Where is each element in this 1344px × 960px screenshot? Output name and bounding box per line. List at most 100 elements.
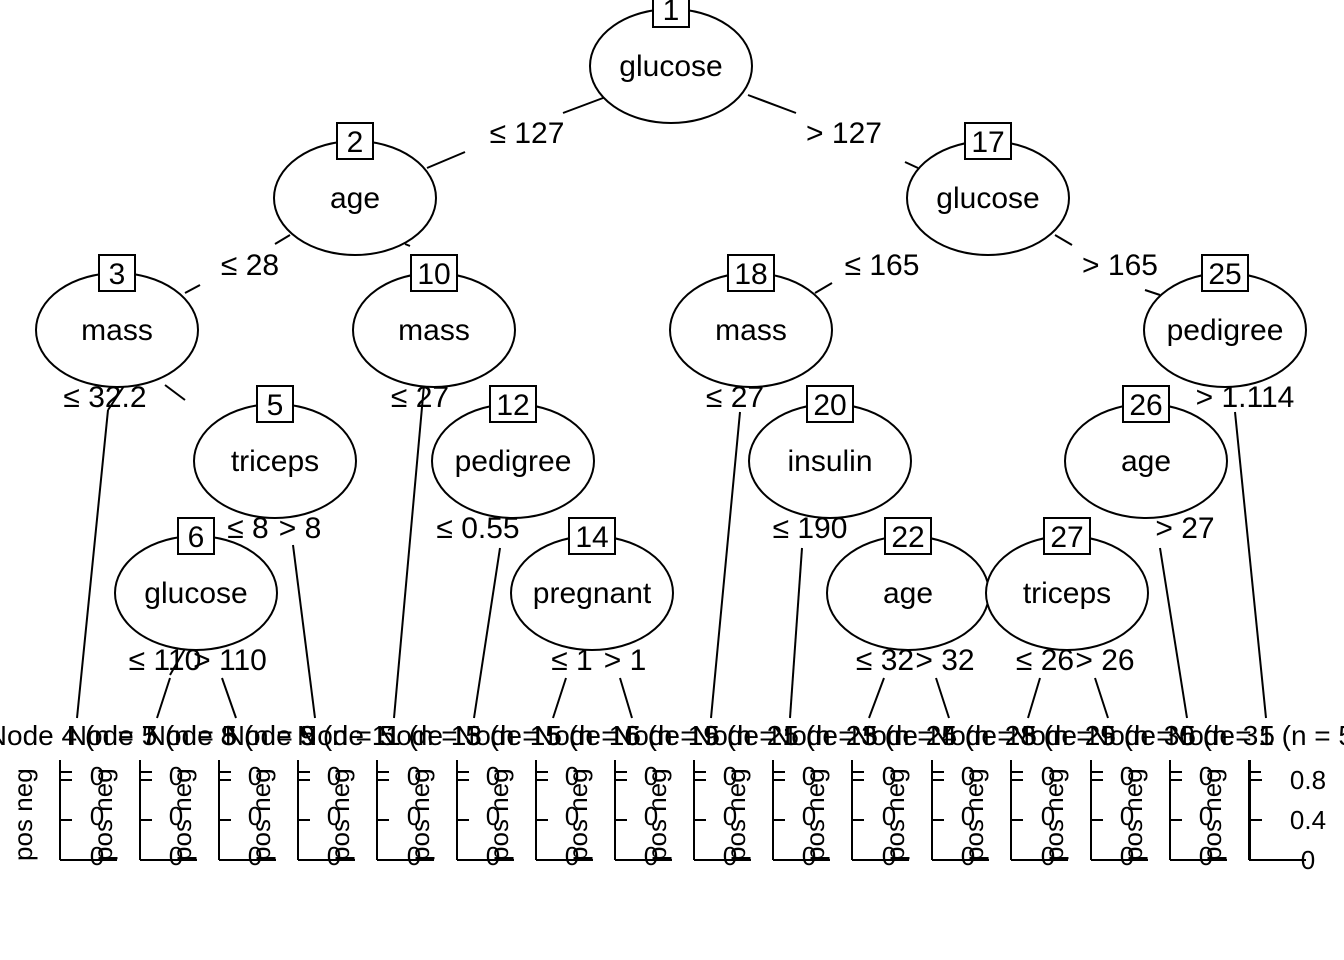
edge-8 <box>292 544 316 719</box>
node-variable-label: mass <box>715 314 787 347</box>
inner-tick-label: 0 <box>248 761 262 791</box>
edge-label: > 165 <box>1082 249 1158 282</box>
node-id: 20 <box>813 389 846 422</box>
node-variable-label: glucose <box>144 577 247 610</box>
node-id-box <box>98 254 136 292</box>
category-label-neg: neg <box>642 768 672 811</box>
inner-tick-label: 0 <box>644 761 658 791</box>
inner-tick-label: 0 <box>169 761 183 791</box>
edge-10 <box>156 677 171 719</box>
inner-tick-label: 0 <box>327 841 341 871</box>
edge-21 <box>1094 677 1109 719</box>
leaf-title: Node 23 (n = 5 <box>771 720 957 751</box>
inner-tick-label: 0 <box>723 841 737 871</box>
leaf-title: Node 30 (n = 5 <box>1089 720 1275 751</box>
node-variable-label: pedigree <box>1167 314 1284 347</box>
node-id: 27 <box>1050 521 1083 554</box>
inner-tick-label: 0 <box>882 841 896 871</box>
leaf-title: Node 8 (n = 5 <box>146 720 316 751</box>
inner-tick-label: 0 <box>1120 761 1134 791</box>
inner-tick-label: 0 <box>1041 761 1055 791</box>
inner-tick-label: 0 <box>644 801 658 831</box>
inner-tick-label: 0 <box>486 841 500 871</box>
edge-label: ≤ 110 <box>129 644 202 677</box>
node-variable-label: mass <box>81 314 153 347</box>
edge-24 <box>904 161 919 169</box>
inner-tick-label: 0 <box>327 761 341 791</box>
category-label-pos: pos <box>1039 819 1069 861</box>
node-id: 5 <box>267 389 284 422</box>
category-label-neg: neg <box>405 768 435 811</box>
inner-tick-label: 0 <box>486 761 500 791</box>
category-label-neg: neg <box>563 768 593 811</box>
node-id-box <box>1043 517 1091 555</box>
inner-tick-label: 0 <box>723 761 737 791</box>
inner-tick-label: 0 <box>407 841 421 871</box>
inner-tick-label: 0 <box>90 841 104 871</box>
edge-14 <box>552 677 567 719</box>
node-variable-label: pregnant <box>533 577 652 610</box>
edge-label: ≤ 1 <box>551 644 592 677</box>
node-id: 18 <box>734 258 767 291</box>
category-label-pos: pos <box>1118 819 1148 861</box>
node-id-box <box>410 254 458 292</box>
edge-label: ≤ 165 <box>845 249 920 282</box>
edge-22 <box>1159 547 1188 719</box>
category-label-pos: pos <box>880 819 910 861</box>
node-id-box <box>1122 385 1170 423</box>
edge-label: ≤ 32 <box>856 644 914 677</box>
edge-26 <box>814 282 833 294</box>
category-label-pos: pos <box>484 819 514 861</box>
edge-23 <box>1234 411 1267 719</box>
node-variable-label: pedigree <box>455 445 572 478</box>
leaf-title: Node 31 (n = 5 <box>1168 720 1344 751</box>
leaf-title: Node 19 (n = 5 <box>613 720 799 751</box>
node-variable-label: mass <box>398 314 470 347</box>
node-id: 2 <box>347 126 364 159</box>
inner-tick-label: 0 <box>248 841 262 871</box>
inner-tick-label: 0 <box>90 761 104 791</box>
category-label-pos: pos <box>959 819 989 861</box>
edge-19 <box>935 677 950 719</box>
node-id-box <box>489 385 537 423</box>
tree-node-18: mass 18 <box>669 254 833 388</box>
leaf-title: Node 11 (n = 5 <box>297 720 481 751</box>
inner-tick-label: 0 <box>961 761 975 791</box>
inner-tick-label: 0 <box>565 801 579 831</box>
node-id-box <box>727 254 775 292</box>
node-id-box <box>964 122 1012 160</box>
edge-4 <box>184 284 201 294</box>
category-label-neg: neg <box>959 768 989 811</box>
category-label-neg: neg <box>8 768 38 811</box>
edge-label: > 8 <box>279 512 322 545</box>
inner-tick-label: 0 <box>802 801 816 831</box>
node-id: 6 <box>188 521 205 554</box>
node-variable-label: age <box>1121 445 1171 478</box>
inner-tick-label: 0 <box>565 841 579 871</box>
edge-label: > 32 <box>915 644 974 677</box>
edge-11 <box>221 677 237 719</box>
axis-tick-label: 0.4 <box>1290 805 1326 835</box>
axis-tick-label: 0.8 <box>1290 765 1326 795</box>
category-label-pos: pos <box>1197 819 1227 861</box>
inner-tick-label: 0 <box>565 761 579 791</box>
edge-3 <box>404 243 411 247</box>
leaf-title: Node 4 (n = 5 <box>0 720 157 751</box>
leaf-title: Node 16 (n = 5 <box>534 720 720 751</box>
inner-tick-label: 0 <box>1120 801 1134 831</box>
inner-tick-label: 0 <box>802 761 816 791</box>
leaf-title: Node 15 (n = 5 <box>455 720 641 751</box>
edge-16 <box>710 411 741 719</box>
inner-tick-label: 0 <box>169 841 183 871</box>
node-id-box <box>256 385 294 423</box>
inner-tick-label: 0 <box>248 801 262 831</box>
